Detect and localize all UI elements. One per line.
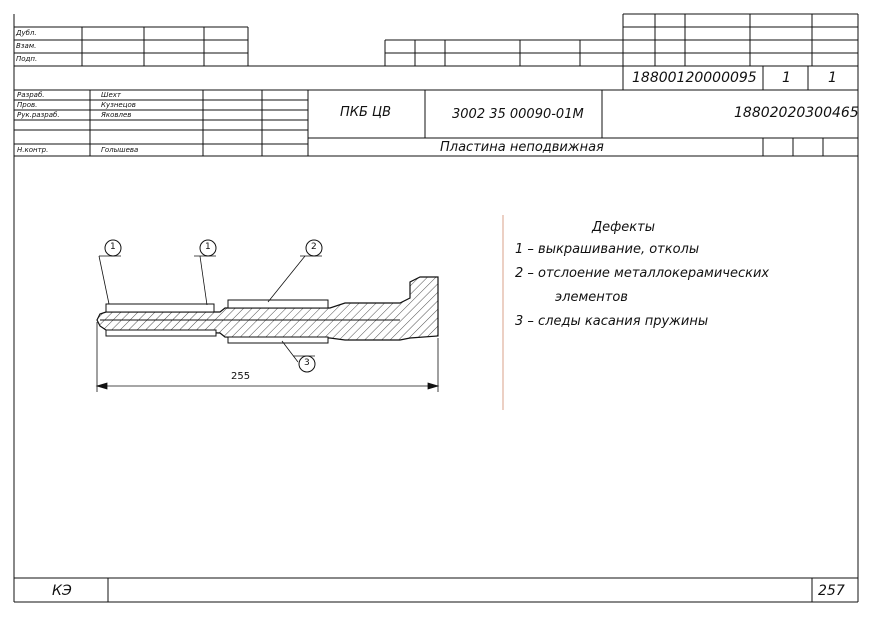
callout-number: 3 [304, 358, 310, 368]
defects-title: Дефекты [592, 220, 655, 235]
callout-number: 1 [110, 242, 116, 252]
header-number: 18800120000095 [632, 70, 757, 86]
header-sheet: 1 [782, 70, 791, 86]
part-name: Пластина неподвижная [440, 140, 604, 155]
role-label: Пров. [17, 101, 38, 109]
role-label: Разраб. [17, 91, 45, 99]
role-name: Голышева [101, 146, 139, 154]
callout-number: 1 [205, 242, 211, 252]
stamp-label-dubl: Дубл. [16, 29, 37, 37]
dimension-value: 255 [231, 371, 251, 382]
role-label: Рук.разраб. [17, 111, 60, 119]
footer-page-number: 257 [818, 583, 845, 599]
footer-doc-type: КЭ [52, 583, 72, 599]
role-name: Яковлев [101, 111, 132, 119]
defect-item: элементов [555, 290, 628, 305]
defect-item: 1 – выкрашивание, отколы [515, 242, 700, 257]
header-sheets: 1 [828, 70, 837, 86]
doc-code: 18802020300465 [734, 105, 859, 121]
role-label: Н.контр. [17, 146, 49, 154]
role-name: Кузнецов [101, 101, 136, 109]
org-name: ПКБ ЦВ [340, 105, 392, 120]
stamp-label-vzam: Взам. [16, 42, 37, 50]
part-drawing [95, 239, 440, 392]
defect-item: 3 – следы касания пружины [515, 314, 709, 329]
stamp-label-podp: Подп. [16, 55, 38, 63]
callout-number: 2 [311, 242, 317, 252]
defect-item: 2 – отслоение металлокерамических [515, 266, 770, 281]
role-name: Шехт [101, 91, 122, 99]
designation: 3002 35 00090-01М [452, 107, 584, 122]
